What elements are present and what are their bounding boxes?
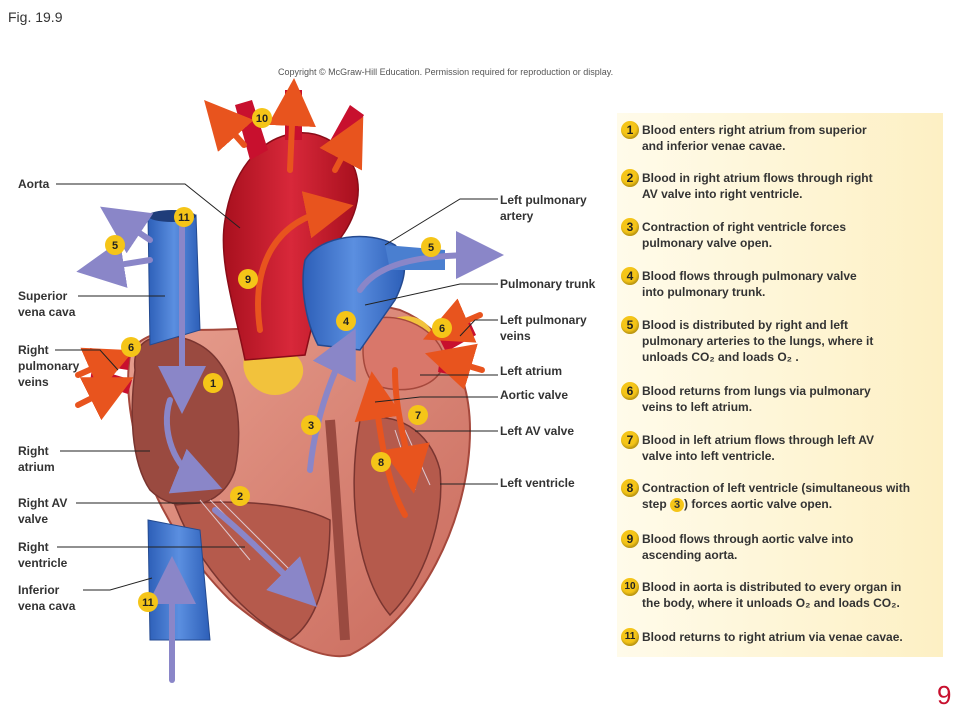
svg-text:2: 2 xyxy=(237,491,243,503)
svg-text:11: 11 xyxy=(142,597,154,609)
step-marker-7: 7 xyxy=(408,405,428,425)
flow-arrow-up-left xyxy=(100,206,154,254)
step-badge: 8 xyxy=(621,479,639,497)
svg-text:9: 9 xyxy=(245,274,251,286)
flow-arrow-ra-rv xyxy=(163,397,223,494)
copyright-notice: Copyright © McGraw-Hill Education. Permi… xyxy=(278,67,614,77)
step-marker-4: 4 xyxy=(336,311,356,331)
inferior-vena-cava xyxy=(147,519,211,641)
flow-arrow-pv-right-2 xyxy=(424,343,485,390)
step-badge: 11 xyxy=(621,628,639,646)
step-badge: 5 xyxy=(621,316,639,334)
flow-arrow-arch xyxy=(255,191,354,333)
inline-step-ref: 3 xyxy=(670,497,685,512)
step-marker-11-bottom: 11 xyxy=(138,592,158,612)
step-marker-5-left: 5 xyxy=(105,235,125,255)
step-marker-8: 8 xyxy=(371,452,391,472)
label-aorta: Aorta xyxy=(18,177,50,191)
step-marker-2: 2 xyxy=(230,486,250,506)
svg-text:7: 7 xyxy=(415,410,421,422)
flow-arrow-rv-up xyxy=(307,328,356,473)
label-left-atrium: Left atrium xyxy=(500,364,563,378)
label-aortic-valve: Aortic valve xyxy=(500,388,569,402)
flow-arrow-rv xyxy=(212,507,317,607)
flow-arrow-aorta-2 xyxy=(267,78,316,173)
step-badge: 9 xyxy=(621,530,639,548)
page-number: 9 xyxy=(937,680,952,710)
step-marker-6-left: 6 xyxy=(121,337,141,357)
label-pulmonary-trunk: Pulmonary trunk xyxy=(500,277,596,291)
flow-arrow-aorta-1 xyxy=(204,100,254,152)
step-marker-1: 1 xyxy=(203,373,223,393)
flow-arrow-pt-left xyxy=(76,240,153,288)
svg-text:3: 3 xyxy=(308,420,314,432)
step-badge: 1 xyxy=(621,121,639,139)
svg-text:5: 5 xyxy=(428,242,434,254)
step-badge: 6 xyxy=(621,382,639,400)
steps-panel: 1 Blood enters right atrium from superio… xyxy=(617,113,943,657)
svg-text:4: 4 xyxy=(343,316,350,328)
step-marker-9: 9 xyxy=(238,269,258,289)
svg-text:11: 11 xyxy=(178,212,190,224)
step-marker-3: 3 xyxy=(301,415,321,435)
superior-vena-cava xyxy=(147,214,201,346)
step-badge: 2 xyxy=(621,169,639,187)
step-marker-11-top: 11 xyxy=(174,207,194,227)
svg-text:6: 6 xyxy=(439,323,445,335)
label-left-ventricle: Left ventricle xyxy=(500,476,575,490)
septum xyxy=(325,419,350,641)
flow-arrow-aorta-3 xyxy=(319,116,364,173)
svg-text:1: 1 xyxy=(210,378,216,390)
step-badge: 7 xyxy=(621,431,639,449)
step-badge: 4 xyxy=(621,267,639,285)
step-badge: 3 xyxy=(621,218,639,236)
coronary-fat xyxy=(243,348,304,395)
svg-text:10: 10 xyxy=(256,113,268,125)
figure-label: Fig. 19.9 xyxy=(8,9,63,25)
step-marker-10: 10 xyxy=(252,108,272,128)
heart-illustration: 10 11 5 5 9 4 6 6 1 3 7 8 2 11 xyxy=(55,78,504,683)
flow-arrow-pt-right xyxy=(357,231,504,293)
label-left-av-valve: Left AV valve xyxy=(500,424,575,438)
flow-arrow-pv-left xyxy=(75,347,134,392)
svg-text:5: 5 xyxy=(112,240,118,252)
svg-text:6: 6 xyxy=(128,342,134,354)
step-marker-6-right: 6 xyxy=(432,318,452,338)
svg-text:8: 8 xyxy=(378,457,384,469)
step-marker-5-right: 5 xyxy=(421,237,441,257)
flow-arrow-pv-left-2 xyxy=(75,377,134,421)
step-badge: 10 xyxy=(621,578,639,596)
